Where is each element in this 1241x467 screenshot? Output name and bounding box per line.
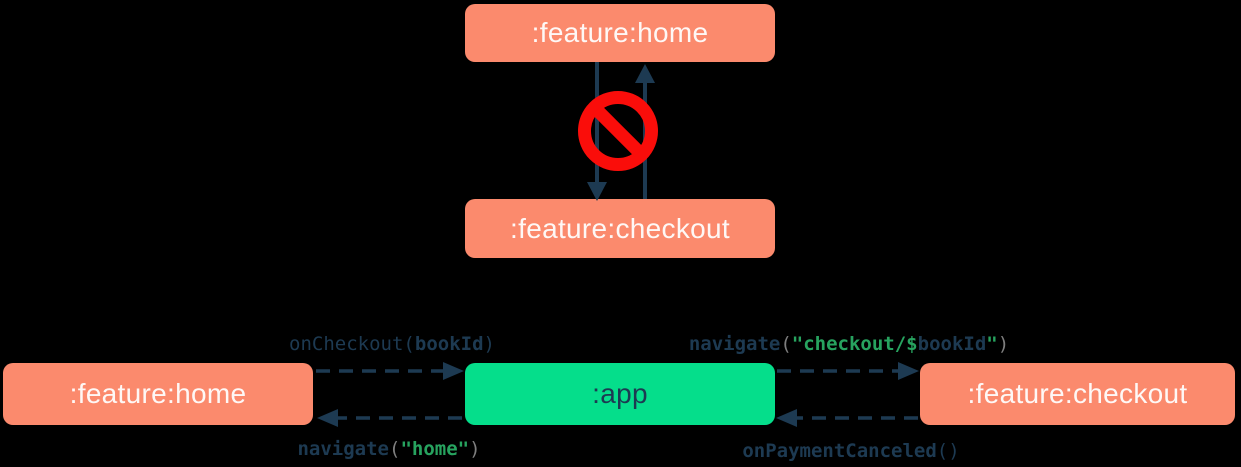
arrow-home-to-app [316, 362, 464, 380]
code-fragment: ) [997, 333, 1010, 355]
node-label: :app [592, 378, 648, 409]
edge-label-oncheckout: onCheckout(bookId) [289, 333, 495, 355]
node-label: :feature:checkout [510, 212, 730, 244]
no-entry-icon [578, 91, 658, 171]
code-fragment: "home" [400, 438, 470, 460]
code-fragment: bookId [414, 333, 484, 355]
code-fragment: " [986, 333, 998, 355]
arrow-checkout-to-home [635, 64, 655, 199]
arrow-home-to-checkout [587, 62, 607, 201]
arrow-checkout-to-app [776, 409, 918, 427]
arrow-app-to-home [317, 409, 462, 427]
code-fragment: ) [483, 333, 495, 355]
node-label: :feature:home [531, 17, 709, 48]
code-fragment: navigate [297, 438, 389, 460]
code-fragment: $ [906, 333, 918, 355]
node-feature-checkout-top: :feature:checkout [465, 199, 775, 258]
code-fragment: () [936, 440, 960, 462]
code-fragment: bookId [917, 333, 987, 355]
node-label: :feature:checkout [967, 378, 1188, 409]
node-feature-home-bottom: :feature:home [3, 363, 313, 425]
code-fragment: ( [780, 333, 792, 355]
edge-label-navigate-checkout: navigate("checkout/$bookId") [689, 333, 1009, 355]
edge-label-onpaymentcanceled: onPaymentCanceled() [742, 440, 959, 462]
code-fragment: onPaymentCanceled [742, 440, 937, 462]
node-label: :feature:home [69, 378, 247, 409]
code-fragment: ) [469, 438, 481, 460]
node-feature-checkout-bottom: :feature:checkout [920, 363, 1235, 425]
code-fragment: onCheckout( [289, 333, 415, 355]
code-fragment: "checkout/ [791, 333, 907, 355]
code-fragment: navigate [688, 333, 781, 355]
node-feature-home-top: :feature:home [465, 4, 775, 62]
edge-label-navigate-home: navigate("home") [297, 438, 480, 460]
arrow-app-to-checkout [777, 362, 919, 380]
code-fragment: ( [388, 438, 401, 460]
node-app: :app [465, 363, 775, 425]
